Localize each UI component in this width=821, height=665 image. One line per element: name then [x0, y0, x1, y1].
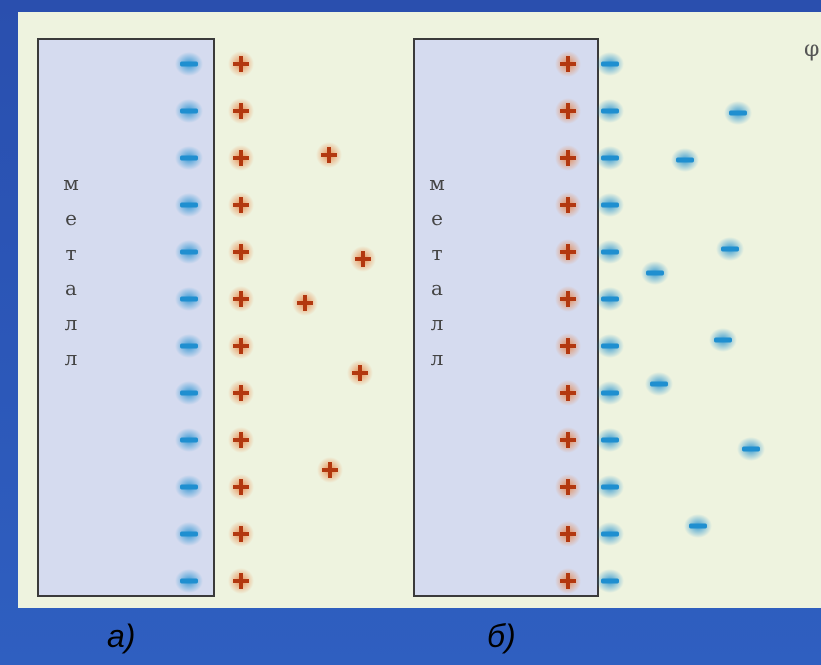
pos-charge-a-layer	[228, 51, 254, 77]
neg-charge-a-layer	[175, 381, 203, 405]
metal-a-letter-4: л	[65, 311, 78, 335]
pos-charge-a-layer	[228, 568, 254, 594]
neg-charge-b-layer	[596, 428, 624, 452]
pos-charge-a-layer	[228, 427, 254, 453]
neg-charge-b-diffuse	[684, 514, 712, 538]
metal-a-letter-2: т	[65, 241, 76, 265]
pos-charge-a-layer	[228, 145, 254, 171]
pos-charge-a-layer	[228, 239, 254, 265]
neg-charge-a-layer	[175, 334, 203, 358]
pos-charge-a-diffuse	[347, 360, 373, 386]
pos-charge-b-layer	[555, 427, 581, 453]
neg-charge-b-layer	[596, 334, 624, 358]
neg-charge-b-layer	[596, 381, 624, 405]
metal-a-letter-0: м	[63, 171, 79, 195]
neg-charge-a-layer	[175, 52, 203, 76]
metal-b-letter-2: т	[431, 241, 442, 265]
metal-a-letter-5: л	[65, 346, 78, 370]
pos-charge-a-diffuse	[317, 457, 343, 483]
charges-layer	[175, 51, 765, 594]
neg-charge-b-diffuse	[724, 101, 752, 125]
pos-charge-b-layer	[555, 98, 581, 124]
pos-charge-b-layer	[555, 380, 581, 406]
neg-charge-b-layer	[596, 522, 624, 546]
pos-charge-a-layer	[228, 98, 254, 124]
pos-charge-a-layer	[228, 333, 254, 359]
neg-charge-b-layer	[596, 475, 624, 499]
neg-charge-a-layer	[175, 99, 203, 123]
pos-charge-a-layer	[228, 380, 254, 406]
metal-a-letter-1: е	[65, 206, 77, 230]
pos-charge-b-layer	[555, 192, 581, 218]
pos-charge-b-layer	[555, 145, 581, 171]
neg-charge-a-layer	[175, 146, 203, 170]
pos-charge-b-layer	[555, 239, 581, 265]
neg-charge-a-layer	[175, 240, 203, 264]
metal-b-letter-5: л	[431, 346, 444, 370]
neg-charge-b-layer	[596, 99, 624, 123]
neg-charge-b-layer	[596, 52, 624, 76]
neg-charge-b-layer	[596, 287, 624, 311]
pos-charge-a-layer	[228, 286, 254, 312]
pos-charge-a-layer	[228, 474, 254, 500]
pos-charge-b-layer	[555, 286, 581, 312]
neg-charge-b-diffuse	[716, 237, 744, 261]
neg-charge-a-layer	[175, 428, 203, 452]
caption-b: б)	[487, 618, 516, 654]
partial-symbol: φ	[804, 37, 819, 62]
pos-charge-b-layer	[555, 333, 581, 359]
neg-charge-a-layer	[175, 475, 203, 499]
pos-charge-b-layer	[555, 51, 581, 77]
caption-a: а)	[107, 618, 136, 654]
metal-plate-b	[413, 38, 599, 597]
metal-b-letter-0: м	[429, 171, 445, 195]
pos-charge-b-layer	[555, 521, 581, 547]
neg-charge-a-layer	[175, 569, 203, 593]
metal-b-letter-1: е	[431, 206, 443, 230]
pos-charge-a-layer	[228, 521, 254, 547]
pos-charge-a-diffuse	[316, 142, 342, 168]
neg-charge-a-layer	[175, 522, 203, 546]
metal-b-letter-4: л	[431, 311, 444, 335]
neg-charge-b-layer	[596, 240, 624, 264]
neg-charge-a-layer	[175, 287, 203, 311]
pos-charge-b-layer	[555, 474, 581, 500]
metal-plate-a	[37, 38, 215, 597]
pos-charge-a-diffuse	[350, 246, 376, 272]
neg-charge-b-layer	[596, 193, 624, 217]
neg-charge-b-diffuse	[737, 437, 765, 461]
metal-b-letter-3: а	[431, 276, 443, 300]
neg-charge-b-diffuse	[645, 372, 673, 396]
neg-charge-a-layer	[175, 193, 203, 217]
pos-charge-a-diffuse	[292, 290, 318, 316]
neg-charge-b-layer	[596, 146, 624, 170]
neg-charge-b-diffuse	[641, 261, 669, 285]
neg-charge-b-diffuse	[709, 328, 737, 352]
neg-charge-b-layer	[596, 569, 624, 593]
metal-a-letter-3: а	[65, 276, 77, 300]
neg-charge-b-diffuse	[671, 148, 699, 172]
pos-charge-b-layer	[555, 568, 581, 594]
pos-charge-a-layer	[228, 192, 254, 218]
